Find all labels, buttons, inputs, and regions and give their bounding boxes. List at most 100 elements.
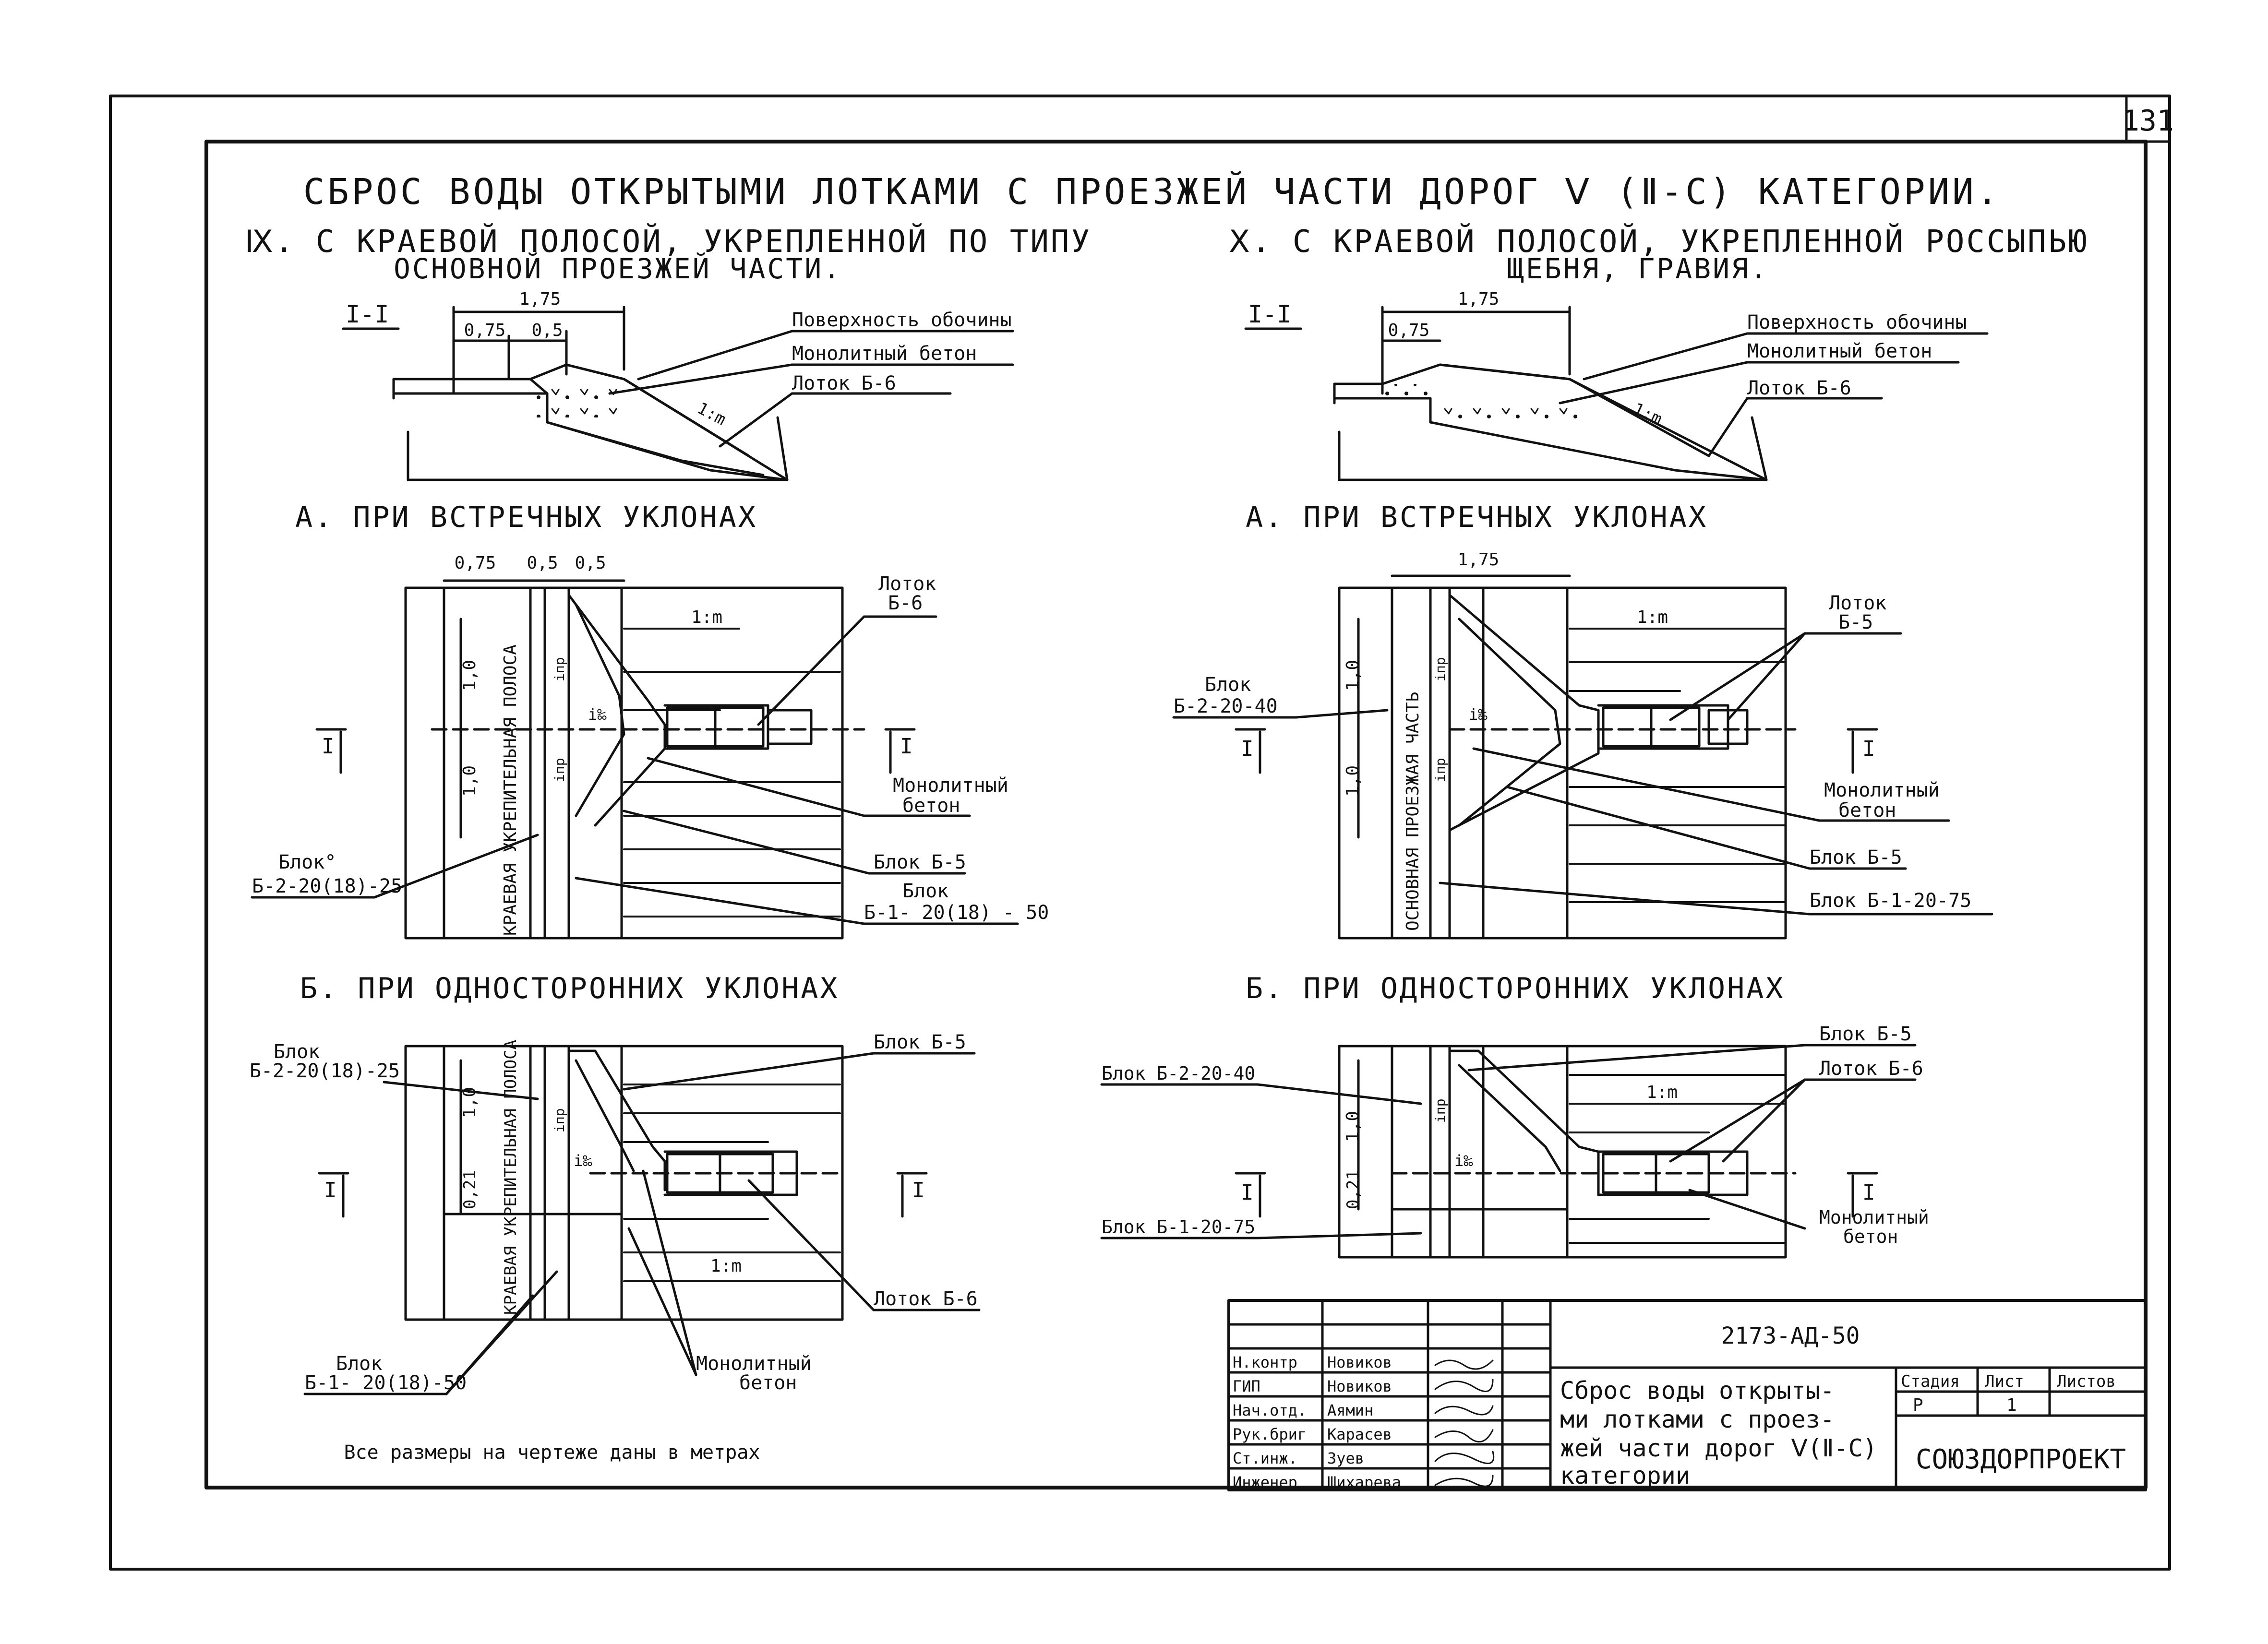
sheet-number-box: 131 xyxy=(2122,95,2174,143)
right-plan-a-i: i‰ xyxy=(1469,705,1488,724)
left-section-dim-a: 0,75 xyxy=(464,321,506,340)
left-label-concrete: Монолитный бетон xyxy=(792,343,977,365)
left-plan-b-slope: 1:m xyxy=(710,1256,742,1276)
left-plan-b-b2-1: Блок xyxy=(274,1041,320,1063)
left-plan-a-b1-2: Б-1- 20(18) - 50 xyxy=(864,902,1049,924)
stamp-name-2: Аямин xyxy=(1327,1401,1373,1419)
right-plan-b-heading: Б. ПРИ ОДНОСТОРОННИХ УКЛОНАХ xyxy=(1246,972,1785,1005)
left-plan-b-cut-r: I xyxy=(912,1178,925,1203)
stamp-col-stage: Стадия xyxy=(1901,1372,1960,1391)
right-plan-a-b5: Блок Б-5 xyxy=(1810,846,1902,869)
right-cross-section: I-I 1,75 0,75 1:m Поверхность обочины Мо… xyxy=(1244,289,1989,481)
left-plan-b-b1-1: Блок xyxy=(336,1353,382,1375)
right-section-dim-total: 1,75 xyxy=(1458,289,1500,309)
left-heading-line-2: ОСНОВНОЙ ПРОЕЗЖЕЙ ЧАСТИ. xyxy=(394,252,842,285)
right-plan-b-v1: 1,0 xyxy=(1343,1111,1363,1142)
stamp-desc-4: категории xyxy=(1560,1462,1690,1489)
right-plan-a-cut-l: I xyxy=(1241,737,1254,761)
left-plan-a-beton-2: бетон xyxy=(902,795,960,817)
stamp-role-1: ГИП xyxy=(1233,1377,1260,1395)
left-plan-a-lotok-1: Лоток xyxy=(878,573,936,595)
stamp-name-4: Зуев xyxy=(1327,1449,1364,1467)
stamp-role-3: Рук.бриг xyxy=(1233,1425,1307,1443)
stamp-name-5: Шихарева xyxy=(1327,1473,1401,1491)
right-section-dim-a: 0,75 xyxy=(1388,321,1430,340)
left-plan-a-dim-2: 0,5 xyxy=(527,553,558,573)
left-plan-a-b2-2: Б-2-20(18)-25 xyxy=(252,875,402,897)
left-plan-a-slope: 1:m xyxy=(691,608,722,627)
right-plan-b-beton-1: Монолитный xyxy=(1819,1207,1929,1228)
right-plan-a: 1,75 ОСНОВНАЯ ПРОЕЗЖАЯ ЧАСТЬ 1,0 1,0 iпр… xyxy=(1172,550,1993,940)
left-section-dim-total: 1,75 xyxy=(519,289,561,309)
right-plan-b-cut-r: I xyxy=(1862,1180,1875,1205)
right-label-concrete: Монолитный бетон xyxy=(1747,340,1932,362)
left-plan-a-cut-l: I xyxy=(322,734,335,759)
right-plan-a-lotok-2: Б-5 xyxy=(1838,611,1873,633)
left-label-surface: Поверхность обочины xyxy=(792,309,1012,331)
right-plan-a-heading: А. ПРИ ВСТРЕЧНЫХ УКЛОНАХ xyxy=(1246,500,1708,534)
stamp-name-0: Новиков xyxy=(1327,1353,1392,1371)
stamp-desc-2: ми лотками с проез- xyxy=(1560,1406,1835,1433)
right-plan-a-lotok-1: Лоток xyxy=(1829,592,1886,614)
right-plan-b-lotok: Лоток Б-6 xyxy=(1819,1058,1923,1080)
right-plan-b-beton-2: бетон xyxy=(1843,1226,1898,1247)
right-plan-a-ipr-1: iпр xyxy=(1432,657,1448,681)
drawing-title: СБРОС ВОДЫ ОТКРЫТЫМИ ЛОТКАМИ С ПРОЕЗЖЕЙ … xyxy=(303,170,2001,213)
right-plan-b-b5: Блок Б-5 xyxy=(1819,1023,1912,1045)
left-plan-a-ipr-1: iпр xyxy=(552,657,567,681)
left-plan-b-beton-1: Монолитный xyxy=(696,1353,812,1375)
inner-frame xyxy=(204,140,2148,1489)
right-plan-a-v1: 1,0 xyxy=(1343,660,1363,691)
stamp-code: 2173-АД-50 xyxy=(1721,1322,1860,1349)
right-plan-a-dim: 1,75 xyxy=(1458,550,1500,570)
right-plan-a-v2: 1,0 xyxy=(1343,765,1363,797)
left-label-tray: Лоток Б-6 xyxy=(792,372,896,394)
right-plan-a-b2-2: Б-2-20-40 xyxy=(1174,695,1278,717)
right-plan-a-beton-2: бетон xyxy=(1838,799,1896,822)
right-plan-b-b1: Блок Б-1-20-75 xyxy=(1102,1216,1255,1238)
stamp-role-2: Нач.отд. xyxy=(1233,1401,1307,1419)
stamp-sheet: 1 xyxy=(2006,1395,2017,1415)
right-label-tray: Лоток Б-6 xyxy=(1747,377,1851,399)
stamp-role-0: Н.контр xyxy=(1233,1353,1297,1371)
stamp-role-5: Инженер xyxy=(1233,1473,1297,1491)
left-plan-b-heading: Б. ПРИ ОДНОСТОРОННИХ УКЛОНАХ xyxy=(300,972,839,1005)
right-plan-b-cut-l: I xyxy=(1241,1180,1254,1205)
left-plan-a-v2: 1,0 xyxy=(460,765,480,797)
left-plan-b-b1-2: Б-1- 20(18)-50 xyxy=(305,1372,467,1394)
left-plan-a-b1-1: Блок xyxy=(902,880,948,902)
stamp-desc-3: жей части дорог Ⅴ(Ⅱ-С) xyxy=(1560,1434,1877,1462)
stamp-stage: Р xyxy=(1913,1395,1923,1415)
right-label-surface: Поверхность обочины xyxy=(1747,311,1967,334)
left-plan-a-cut-r: I xyxy=(900,734,913,759)
left-heading-line-1: Ⅸ. С КРАЕВОЙ ПОЛОСОЙ, УКРЕПЛЕННОЙ ПО ТИП… xyxy=(245,223,1092,260)
left-plan-a: 0,75 0,5 0,5 КРАЕВАЯ УКРЕПИТЕЛЬНАЯ ПОЛОС… xyxy=(251,553,1049,940)
right-plan-a-b2-1: Блок xyxy=(1205,674,1251,696)
left-plan-a-v1: 1,0 xyxy=(460,660,480,691)
title-block xyxy=(1227,1299,2147,1491)
left-plan-b-b5: Блок Б-5 xyxy=(874,1031,966,1053)
right-plan-b-slope: 1:m xyxy=(1646,1083,1678,1102)
right-plan-a-beton-1: Монолитный xyxy=(1824,779,1940,801)
left-plan-b-cut-l: I xyxy=(324,1178,337,1203)
dimensions-note: Все размеры на чертеже даны в метрах xyxy=(344,1441,760,1464)
right-heading-line-1: Ⅹ. С КРАЕВОЙ ПОЛОСОЙ, УКРЕПЛЕННОЙ РОССЫП… xyxy=(1229,223,2089,260)
right-plan-b: 1,0 0,21 iпр i‰ 1:m I I Блок Б-5 Лоток Б… xyxy=(1100,1023,1929,1259)
left-plan-a-dim-3: 0,5 xyxy=(575,553,606,573)
stamp-role-4: Ст.инж. xyxy=(1233,1449,1297,1467)
left-plan-b-ipr: iпр xyxy=(552,1108,567,1132)
right-plan-b-i: i‰ xyxy=(1454,1152,1473,1170)
right-heading-line-2: ЩЕБНЯ, ГРАВИЯ. xyxy=(1507,252,1769,285)
stamp-org: СОЮЗДОРПРОЕКТ xyxy=(1916,1444,2126,1475)
left-plan-b-beton-2: бетон xyxy=(739,1372,797,1394)
left-plan-a-heading: А. ПРИ ВСТРЕЧНЫХ УКЛОНАХ xyxy=(295,500,757,534)
right-plan-a-b1: Блок Б-1-20-75 xyxy=(1810,890,1971,912)
right-plan-a-vertical-label: ОСНОВНАЯ ПРОЕЗЖАЯ ЧАСТЬ xyxy=(1403,692,1423,931)
left-plan-a-ipr-2: iпр xyxy=(552,758,567,782)
stamp-col-sheet: Лист xyxy=(1985,1372,2024,1391)
stamp-col-sheets: Листов xyxy=(2057,1372,2116,1391)
left-plan-b: КРАЕВАЯ УКРЕПИТЕЛЬНАЯ ПОЛОСА 1,0 0,21 iп… xyxy=(250,1031,981,1395)
stamp-name-3: Карасев xyxy=(1327,1425,1392,1443)
left-plan-a-dim-1: 0,75 xyxy=(455,553,496,573)
